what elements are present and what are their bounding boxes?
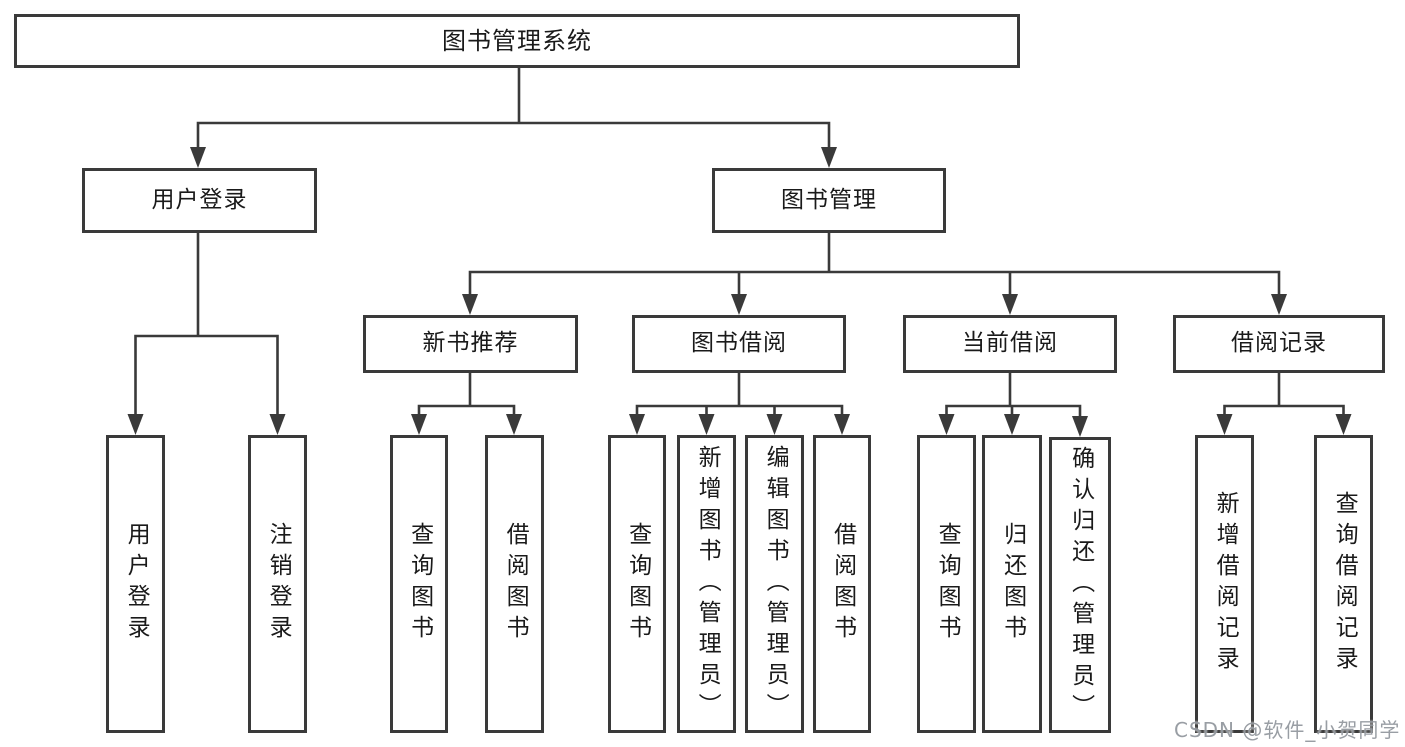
connector-borrow-records-to-leaves: [1223, 371, 1345, 418]
csdn-watermark: CSDN @软件_小贺同学: [1174, 718, 1401, 742]
leaf-user-login-label: 用户登录: [123, 522, 150, 646]
leaf-user-login: 用户登录: [106, 435, 165, 733]
node-user-login: 用户登录: [82, 168, 317, 233]
leaf-query-books-borrowing: 查询图书: [608, 435, 666, 733]
leaf-add-borrowing-record-label: 新增借阅记录: [1212, 491, 1239, 677]
leaf-query-books-recommendation-label: 查询图书: [406, 522, 433, 646]
node-borrowing-records: 借阅记录: [1173, 315, 1385, 373]
leaf-confirm-return-admin: 确认归还（管理员）: [1049, 437, 1111, 733]
node-borrowing-records-label: 借阅记录: [1231, 330, 1327, 357]
node-user-login-label: 用户登录: [151, 186, 248, 213]
leaf-return-books: 归还图书: [982, 435, 1042, 733]
leaf-query-books-recommendation: 查询图书: [390, 435, 448, 733]
leaf-borrow-books-borrowing-label: 借阅图书: [829, 522, 856, 646]
node-book-borrowing-label: 图书借阅: [691, 330, 787, 357]
leaf-query-books-current: 查询图书: [917, 435, 976, 733]
arrowheads: [127, 147, 1352, 437]
node-root-label: 图书管理系统: [442, 26, 592, 55]
leaf-add-books-admin: 新增图书（管理员）: [677, 435, 736, 733]
node-new-book-recommendation-label: 新书推荐: [422, 330, 519, 357]
leaf-return-books-label: 归还图书: [999, 522, 1026, 646]
connector-user-login-to-leaves: [134, 231, 279, 418]
leaf-borrow-books-borrowing: 借阅图书: [813, 435, 871, 733]
node-root-library-management-system: 图书管理系统: [14, 14, 1020, 68]
connector-current-borrow-to-leaves: [945, 371, 1082, 418]
connector-book-borrow-to-leaves: [635, 371, 844, 418]
node-book-management-label: 图书管理: [781, 186, 877, 213]
leaf-add-borrowing-record: 新增借阅记录: [1195, 435, 1254, 733]
leaf-logout-label: 注销登录: [265, 522, 292, 646]
node-current-borrowing: 当前借阅: [903, 315, 1117, 373]
leaf-add-books-admin-label: 新增图书（管理员）: [694, 444, 721, 724]
connector-book-mgmt-to-level3: [468, 231, 1281, 298]
leaf-edit-books-admin-label: 编辑图书（管理员）: [762, 444, 789, 724]
node-new-book-recommendation: 新书推荐: [363, 315, 578, 373]
node-current-borrowing-label: 当前借阅: [962, 330, 1058, 357]
node-book-management: 图书管理: [712, 168, 946, 233]
leaf-query-books-current-label: 查询图书: [934, 522, 961, 646]
connector-root-to-level2: [196, 66, 831, 152]
leaf-query-books-borrowing-label: 查询图书: [624, 522, 651, 646]
leaf-confirm-return-admin-label: 确认归还（管理员）: [1067, 445, 1094, 725]
leaf-logout: 注销登录: [248, 435, 307, 733]
leaf-borrow-books-recommendation: 借阅图书: [485, 435, 544, 733]
leaf-query-borrowing-record: 查询借阅记录: [1314, 435, 1373, 733]
node-book-borrowing: 图书借阅: [632, 315, 846, 373]
connector-new-book-rec-to-leaves: [417, 371, 516, 418]
leaf-query-borrowing-record-label: 查询借阅记录: [1331, 491, 1358, 677]
leaf-edit-books-admin: 编辑图书（管理员）: [745, 435, 804, 733]
leaf-borrow-books-recommendation-label: 借阅图书: [502, 522, 529, 646]
